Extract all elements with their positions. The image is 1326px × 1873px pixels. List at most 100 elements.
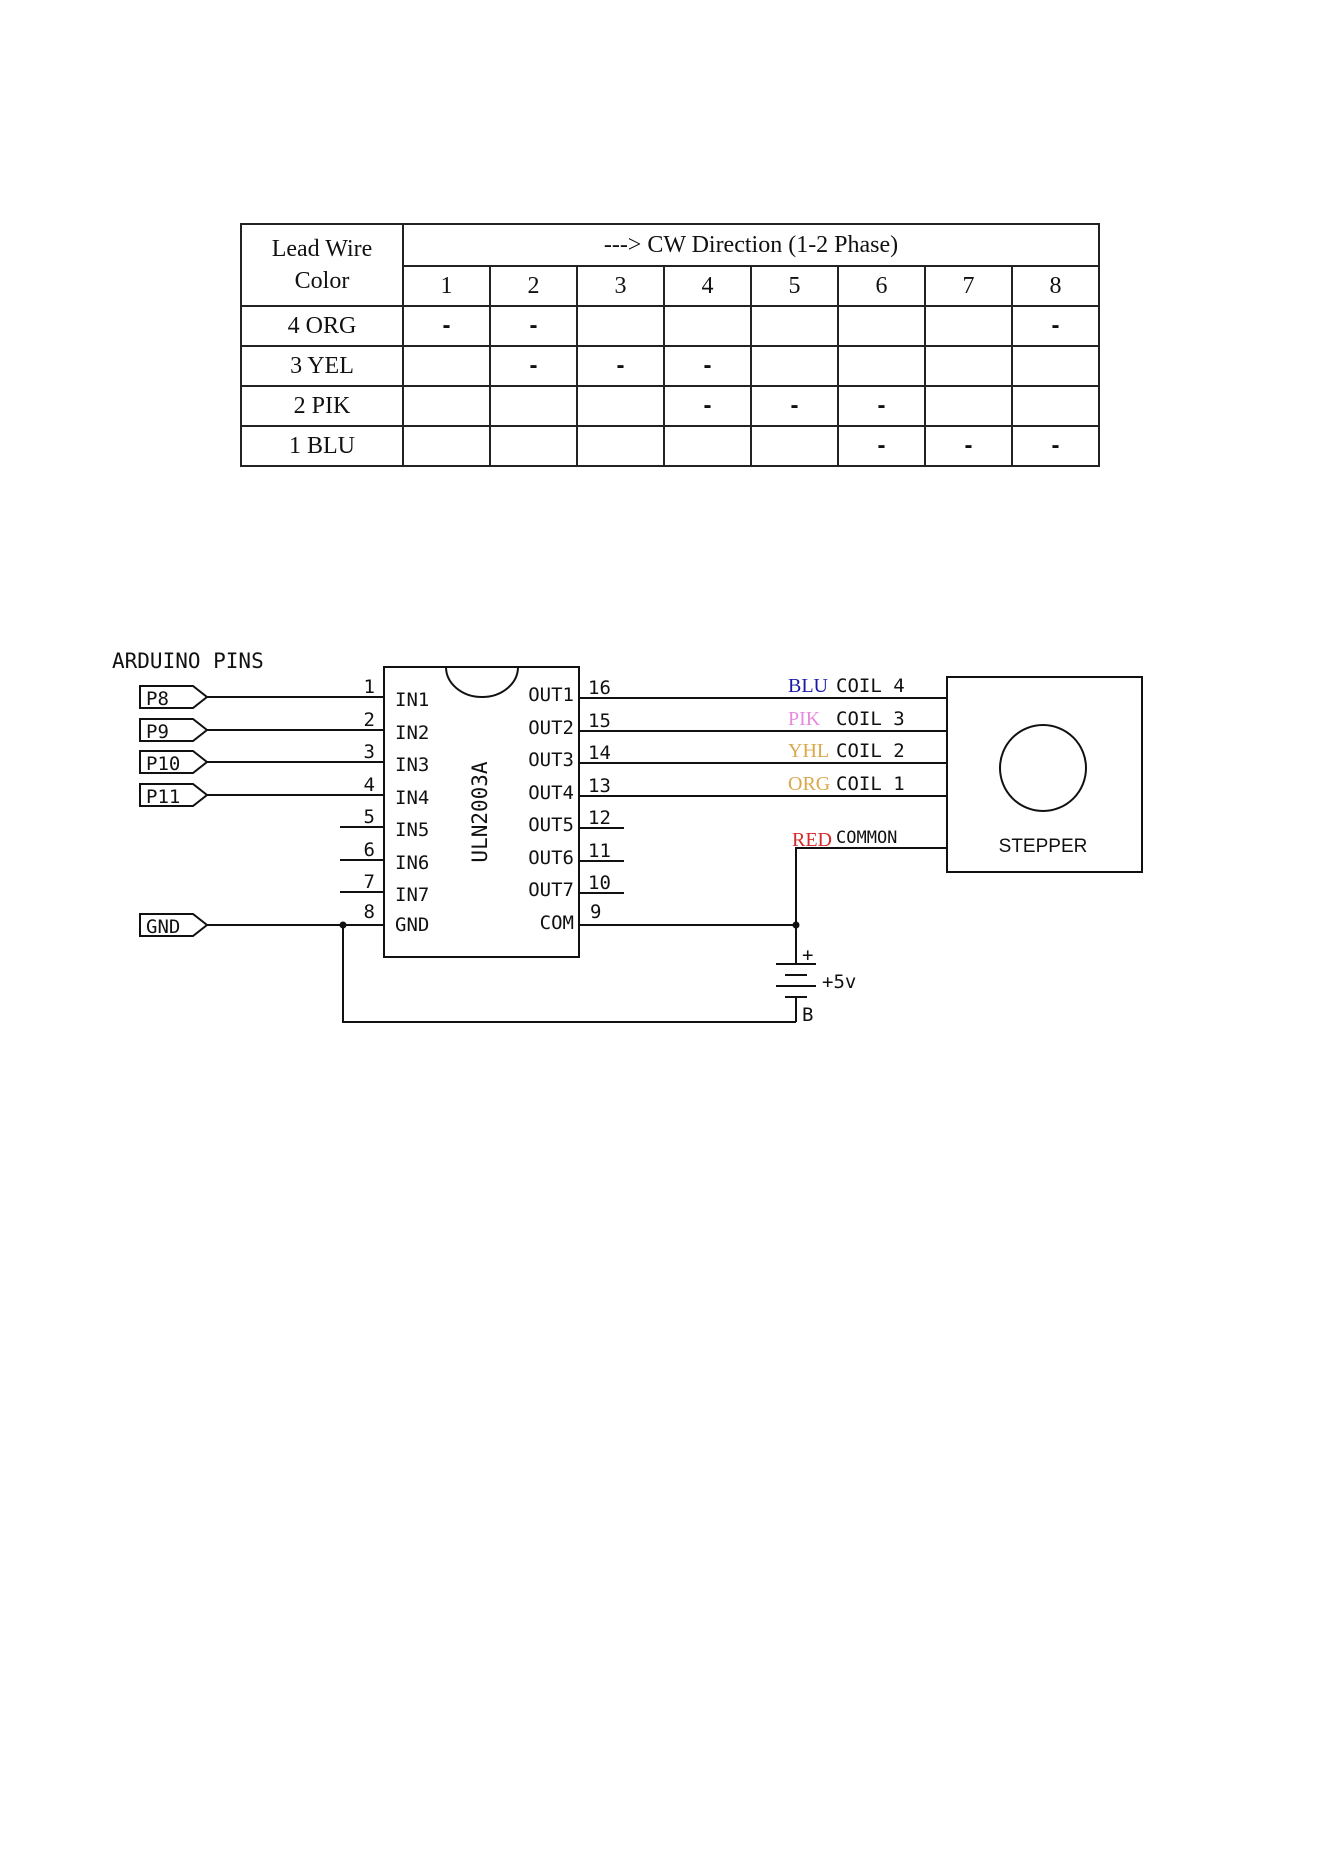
pin-number: 12 bbox=[588, 807, 611, 829]
pin-number: 6 bbox=[364, 839, 375, 861]
battery-plus: + bbox=[802, 944, 813, 966]
phase-cell bbox=[750, 425, 839, 467]
junction-dot bbox=[339, 921, 347, 929]
pin-label-in2: IN2 bbox=[395, 722, 429, 744]
pin-label-in1: IN1 bbox=[395, 689, 429, 711]
phase-cell bbox=[924, 305, 1013, 347]
wire-color-yhl: YHL bbox=[788, 740, 829, 762]
arduino-pin-label: P9 bbox=[146, 721, 169, 743]
battery-voltage: +5v bbox=[822, 971, 856, 993]
coil-label: COIL 3 bbox=[836, 708, 905, 730]
phase-cell bbox=[837, 345, 926, 387]
phase-cell bbox=[924, 345, 1013, 387]
pin-label-in5: IN5 bbox=[395, 819, 429, 841]
phase-cell bbox=[402, 425, 491, 467]
phase-cell bbox=[924, 385, 1013, 427]
phase-cell: - bbox=[837, 425, 926, 467]
table-row-yel: 3 YEL - - - bbox=[240, 345, 1100, 387]
pin-number: 10 bbox=[588, 872, 611, 894]
phase-cell bbox=[576, 425, 665, 467]
cw-direction-header: ---> CW Direction (1-2 Phase) bbox=[402, 223, 1100, 267]
pin-number: 2 bbox=[364, 709, 375, 731]
phase-cell: - bbox=[924, 425, 1013, 467]
step-header-row: 1 2 3 4 5 6 7 8 bbox=[241, 265, 1100, 307]
table-row-pik: 2 PIK - - - bbox=[240, 385, 1100, 427]
step-header: 5 bbox=[750, 265, 839, 307]
phase-cell bbox=[1011, 385, 1100, 427]
phase-cell: - bbox=[837, 385, 926, 427]
pin-label-in4: IN4 bbox=[395, 787, 429, 809]
pin-number: 8 bbox=[364, 901, 375, 923]
pin-label-in7: IN7 bbox=[395, 884, 429, 906]
wire-color-red: RED bbox=[792, 829, 832, 851]
phase-cell bbox=[750, 345, 839, 387]
stepper-rotor bbox=[999, 724, 1087, 812]
phase-cell bbox=[576, 385, 665, 427]
step-header: 8 bbox=[1011, 265, 1100, 307]
pin-label-out2: OUT2 bbox=[528, 717, 574, 739]
phase-cell: - bbox=[1011, 425, 1100, 467]
gnd-connector: GND bbox=[139, 913, 209, 938]
wire-label: 3 YEL bbox=[240, 345, 404, 387]
arduino-pin-label: P8 bbox=[146, 688, 169, 710]
table-row-blu: 1 BLU - - - bbox=[240, 425, 1100, 467]
pin-number: 9 bbox=[590, 901, 601, 923]
pin-label-com: COM bbox=[540, 912, 574, 934]
phase-cell: - bbox=[576, 345, 665, 387]
phase-cell bbox=[489, 385, 578, 427]
wire-label: 1 BLU bbox=[240, 425, 404, 467]
coil-label: COIL 1 bbox=[836, 773, 905, 795]
wire-label: 2 PIK bbox=[240, 385, 404, 427]
phase-cell: - bbox=[489, 345, 578, 387]
phase-cell bbox=[489, 425, 578, 467]
phase-cell: - bbox=[1011, 305, 1100, 347]
phase-cell bbox=[663, 305, 752, 347]
pin-label-out3: OUT3 bbox=[528, 749, 574, 771]
uln2003a-chip bbox=[383, 666, 580, 958]
pin-number: 7 bbox=[364, 871, 375, 893]
phase-cell: - bbox=[402, 305, 491, 347]
pin-label-in6: IN6 bbox=[395, 852, 429, 874]
battery-symbol bbox=[776, 925, 816, 1022]
step-header: 6 bbox=[837, 265, 926, 307]
pin-label-out6: OUT6 bbox=[528, 847, 574, 869]
phase-cell bbox=[402, 345, 491, 387]
common-label: COMMON bbox=[836, 828, 897, 848]
arduino-connector-p8: P8 bbox=[139, 685, 209, 710]
chip-notch bbox=[445, 666, 519, 698]
coil-label: COIL 2 bbox=[836, 740, 905, 762]
phase-cell: - bbox=[750, 385, 839, 427]
step-header: 7 bbox=[924, 265, 1013, 307]
arduino-pin-label: P10 bbox=[146, 753, 180, 775]
phase-cell bbox=[1011, 345, 1100, 387]
pin-number: 13 bbox=[588, 775, 611, 797]
step-header: 2 bbox=[489, 265, 578, 307]
pin-number: 5 bbox=[364, 806, 375, 828]
battery-name: B bbox=[802, 1004, 813, 1026]
lead-wire-header-line1: Lead Wire bbox=[271, 236, 373, 262]
wire-color-org: ORG bbox=[788, 773, 830, 795]
pin-number: 1 bbox=[364, 676, 375, 698]
gnd-connector-label: GND bbox=[146, 916, 180, 938]
step-header: 3 bbox=[576, 265, 665, 307]
pin-number: 3 bbox=[364, 741, 375, 763]
arduino-pin-label: P11 bbox=[146, 786, 180, 808]
pin-label-gnd: GND bbox=[395, 914, 429, 936]
pin-number: 4 bbox=[364, 774, 375, 796]
wire-color-pik: PIK bbox=[788, 708, 821, 730]
pin-label-in3: IN3 bbox=[395, 754, 429, 776]
phase-cell bbox=[663, 425, 752, 467]
pin-number: 16 bbox=[588, 677, 611, 699]
pin-label-out1: OUT1 bbox=[528, 684, 574, 706]
phase-cell: - bbox=[663, 345, 752, 387]
arduino-pins-title: ARDUINO PINS bbox=[112, 649, 264, 673]
arduino-connector-p11: P11 bbox=[139, 783, 209, 808]
phase-sequence-table: Lead Wire Color ---> CW Direction (1-2 P… bbox=[240, 223, 1100, 467]
wire-label: 4 ORG bbox=[240, 305, 404, 347]
pin-label-out4: OUT4 bbox=[528, 782, 574, 804]
arduino-connector-p9: P9 bbox=[139, 718, 209, 743]
phase-cell: - bbox=[663, 385, 752, 427]
phase-cell bbox=[402, 385, 491, 427]
lead-wire-color-header: Lead Wire Color bbox=[240, 223, 404, 307]
